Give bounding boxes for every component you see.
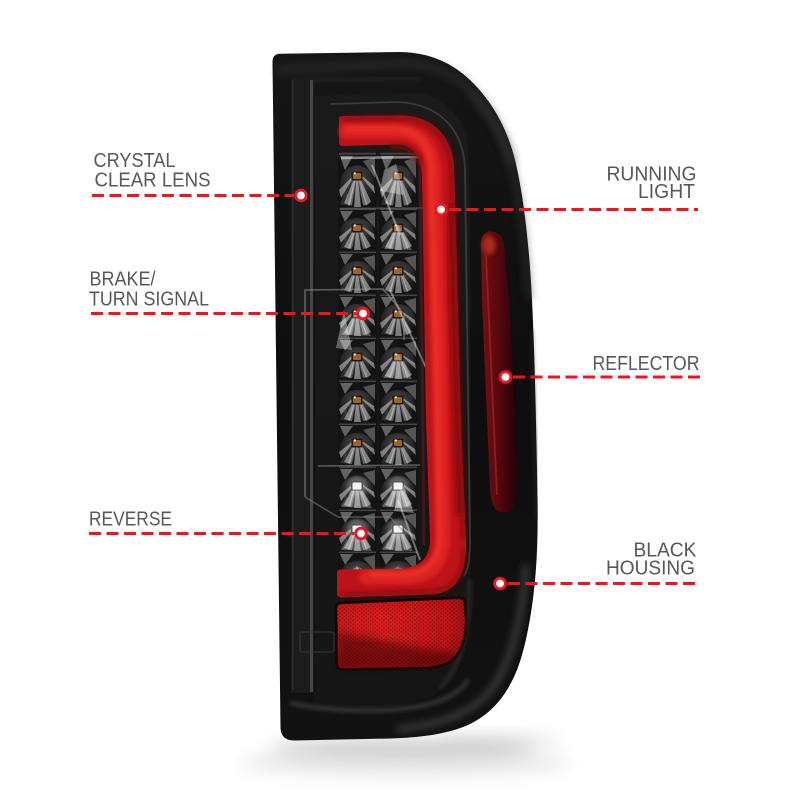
svg-text:REFLECTOR: REFLECTOR bbox=[593, 353, 700, 375]
svg-text:LIGHT: LIGHT bbox=[638, 181, 695, 203]
svg-text:REVERSE: REVERSE bbox=[89, 509, 172, 531]
svg-text:HOUSING: HOUSING bbox=[606, 557, 695, 579]
svg-text:CRYSTAL: CRYSTAL bbox=[94, 150, 176, 172]
svg-text:TURN SIGNAL: TURN SIGNAL bbox=[89, 289, 209, 311]
svg-text:CLEAR LENS: CLEAR LENS bbox=[95, 170, 211, 192]
svg-text:BLACK: BLACK bbox=[634, 539, 698, 561]
svg-text:BRAKE/: BRAKE/ bbox=[90, 269, 156, 291]
svg-text:RUNNING: RUNNING bbox=[607, 164, 697, 186]
